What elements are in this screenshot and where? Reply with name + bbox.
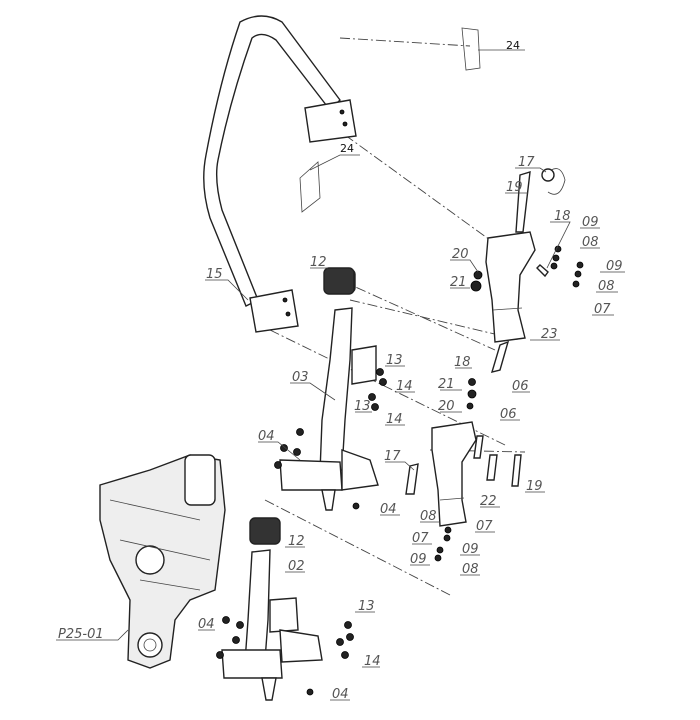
label-13-c: 13 xyxy=(358,599,375,614)
roll-bar-15 xyxy=(203,15,357,333)
label-13-b: 13 xyxy=(354,399,371,414)
label-04-a: 04 xyxy=(258,429,275,444)
label-06-b: 06 xyxy=(500,407,517,422)
label-14-b: 14 xyxy=(386,412,403,427)
label-14-c: 14 xyxy=(364,654,381,669)
label-06-a: 06 xyxy=(512,379,529,394)
label-09-a: 09 xyxy=(582,215,599,230)
label-03: 03 xyxy=(292,370,309,385)
label-18-bottom: 18 xyxy=(454,355,471,370)
label-24-mid: 24 xyxy=(340,142,354,155)
label-21-top: 21 xyxy=(450,275,467,290)
label-20-bottom: 20 xyxy=(438,399,455,414)
label-23: 23 xyxy=(541,327,558,342)
label-17-bottom: 17 xyxy=(384,449,401,464)
label-19-top: 19 xyxy=(506,180,523,195)
label-12-bottom: 12 xyxy=(288,534,305,549)
pedal-pad-12-upper xyxy=(323,267,355,295)
bracket-23 xyxy=(470,168,584,373)
label-08-d: 08 xyxy=(462,562,479,577)
label-17-top: 17 xyxy=(518,155,535,170)
label-08-b: 08 xyxy=(598,279,615,294)
label-20-top: 20 xyxy=(452,247,469,262)
label-04-c: 04 xyxy=(198,617,215,632)
label-07-c: 07 xyxy=(412,531,429,546)
label-09-d: 09 xyxy=(410,552,427,567)
label-08-a: 08 xyxy=(582,235,599,250)
label-09-b: 09 xyxy=(606,259,623,274)
label-02: 02 xyxy=(288,559,305,574)
label-21-bottom: 21 xyxy=(438,377,455,392)
part-labels: 24 24 17 19 18 09 08 09 08 07 20 21 23 1… xyxy=(58,39,623,702)
leader-lines xyxy=(56,49,625,701)
pedal-pad-12-lower xyxy=(249,517,281,545)
label-15: 15 xyxy=(206,267,223,282)
label-09-c: 09 xyxy=(462,542,479,557)
label-04-b: 04 xyxy=(380,502,397,517)
label-07-a: 07 xyxy=(594,302,611,317)
label-08-c: 08 xyxy=(420,509,437,524)
label-13-a: 13 xyxy=(386,353,403,368)
label-19-bottom: 19 xyxy=(526,479,543,494)
label-24-top: 24 xyxy=(506,39,520,52)
bracket-22 xyxy=(405,378,522,562)
label-07-b: 07 xyxy=(476,519,493,534)
decal-24-mid xyxy=(299,161,321,213)
decal-24-top xyxy=(461,27,481,71)
label-14-a: 14 xyxy=(396,379,413,394)
post-02 xyxy=(216,549,354,701)
label-22: 22 xyxy=(480,494,497,509)
transmission-P25-01 xyxy=(99,454,226,669)
label-04-d: 04 xyxy=(332,687,349,702)
label-12-top: 12 xyxy=(310,255,327,270)
label-18-top: 18 xyxy=(554,209,571,224)
label-P25-01: P25-01 xyxy=(58,627,104,642)
